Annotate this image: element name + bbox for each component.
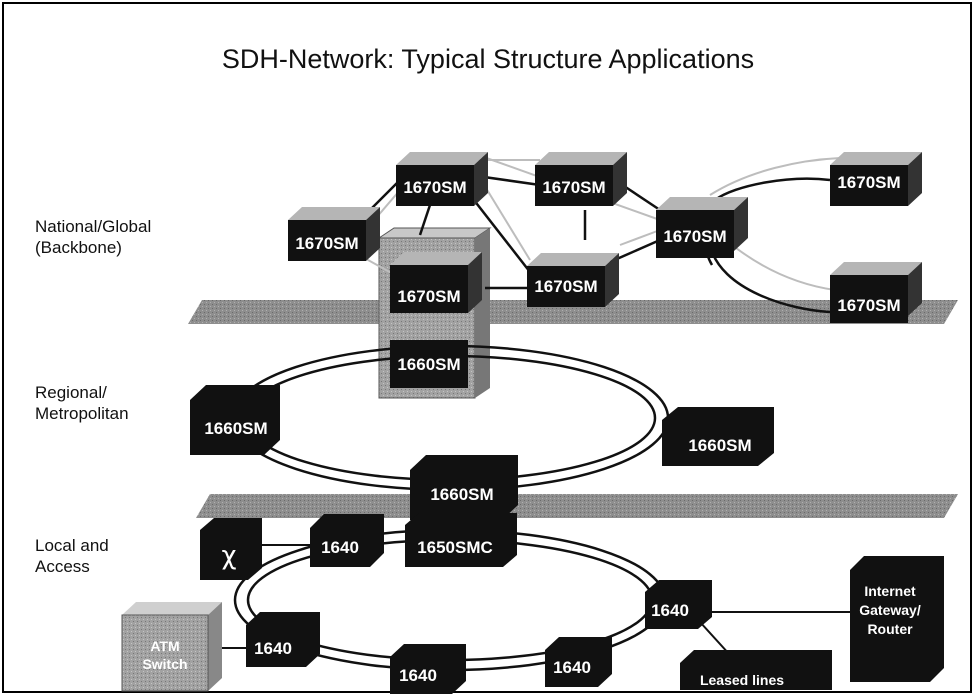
- node-1640-left[interactable]: 1640: [246, 612, 320, 667]
- node-1670sm-top-mid[interactable]: 1670SM: [535, 152, 627, 206]
- leased-lines-box[interactable]: Leased lines: [680, 650, 832, 690]
- node-label: 1670SM: [295, 234, 358, 253]
- node-1660sm-right[interactable]: 1660SM: [662, 407, 774, 466]
- cross-connect-icon: χ: [221, 541, 236, 571]
- layer-regional-line1: Regional/: [35, 383, 107, 402]
- gateway-line3: Router: [867, 621, 913, 637]
- node-1670sm-left[interactable]: 1670SM: [288, 207, 380, 261]
- leased-lines-label: Leased lines: [700, 672, 784, 688]
- layer-local-line1: Local and: [35, 536, 109, 555]
- internet-gateway-router[interactable]: Internet Gateway/ Router: [850, 556, 944, 682]
- layer-label-national: National/Global (Backbone): [35, 216, 151, 258]
- node-1640-right[interactable]: 1640: [645, 580, 712, 629]
- node-label: 1660SM: [204, 419, 267, 438]
- atm-switch[interactable]: ATM Switch: [121, 602, 222, 692]
- atm-label-line1: ATM: [150, 638, 179, 654]
- node-label: 1670SM: [534, 277, 597, 296]
- cross-connect-node[interactable]: χ: [200, 518, 262, 580]
- gateway-line1: Internet: [864, 583, 916, 599]
- layer-label-regional: Regional/ Metropolitan: [35, 382, 129, 424]
- node-label: 1640: [254, 639, 292, 658]
- node-1640-bottom-mid[interactable]: 1640: [390, 644, 466, 694]
- node-label: 1670SM: [397, 287, 460, 306]
- node-1670sm-top-right[interactable]: 1670SM: [830, 152, 922, 206]
- node-label: 1640: [553, 658, 591, 677]
- layer-national-line1: National/Global: [35, 217, 152, 236]
- node-label: 1670SM: [837, 296, 900, 315]
- node-label: 1670SM: [663, 227, 726, 246]
- gateway-line2: Gateway/: [859, 602, 921, 618]
- layer-local-line2: Access: [35, 557, 90, 576]
- layer-national-line2: (Backbone): [35, 238, 122, 257]
- node-label: 1650SMC: [417, 538, 493, 557]
- node-1670sm-top-left[interactable]: 1670SM: [396, 152, 488, 206]
- node-1670sm-bottom-right[interactable]: 1670SM: [830, 262, 922, 323]
- node-label: 1670SM: [542, 178, 605, 197]
- diagram-title: SDH-Network: Typical Structure Applicati…: [221, 44, 755, 74]
- node-1670sm-stacked[interactable]: 1670SM: [390, 252, 482, 313]
- access-plane: [196, 494, 958, 518]
- node-label: 1670SM: [837, 173, 900, 192]
- node-1670sm-center-right[interactable]: 1670SM: [656, 197, 748, 258]
- node-1660sm-left[interactable]: 1660SM: [190, 385, 280, 455]
- access-links: [221, 544, 855, 656]
- node-1640-top[interactable]: 1640: [310, 514, 384, 567]
- node-1660sm-stacked[interactable]: 1660SM: [390, 340, 468, 388]
- node-label: 1660SM: [397, 355, 460, 374]
- node-1650smc[interactable]: 1650SMC: [405, 513, 517, 567]
- layer-regional-line2: Metropolitan: [35, 404, 129, 423]
- node-1660sm-bottom[interactable]: 1660SM: [410, 455, 518, 520]
- node-label: 1640: [651, 601, 689, 620]
- atm-label-line2: Switch: [142, 656, 187, 672]
- node-label: 1640: [321, 538, 359, 557]
- node-label: 1670SM: [403, 178, 466, 197]
- node-label: 1660SM: [430, 485, 493, 504]
- layer-label-local: Local and Access: [35, 535, 109, 577]
- stacked-tower-top: [377, 227, 492, 239]
- node-1640-bottom-right[interactable]: 1640: [545, 637, 612, 687]
- node-1670sm-mid[interactable]: 1670SM: [527, 253, 619, 307]
- node-label: 1640: [399, 666, 437, 685]
- node-label: 1660SM: [688, 436, 751, 455]
